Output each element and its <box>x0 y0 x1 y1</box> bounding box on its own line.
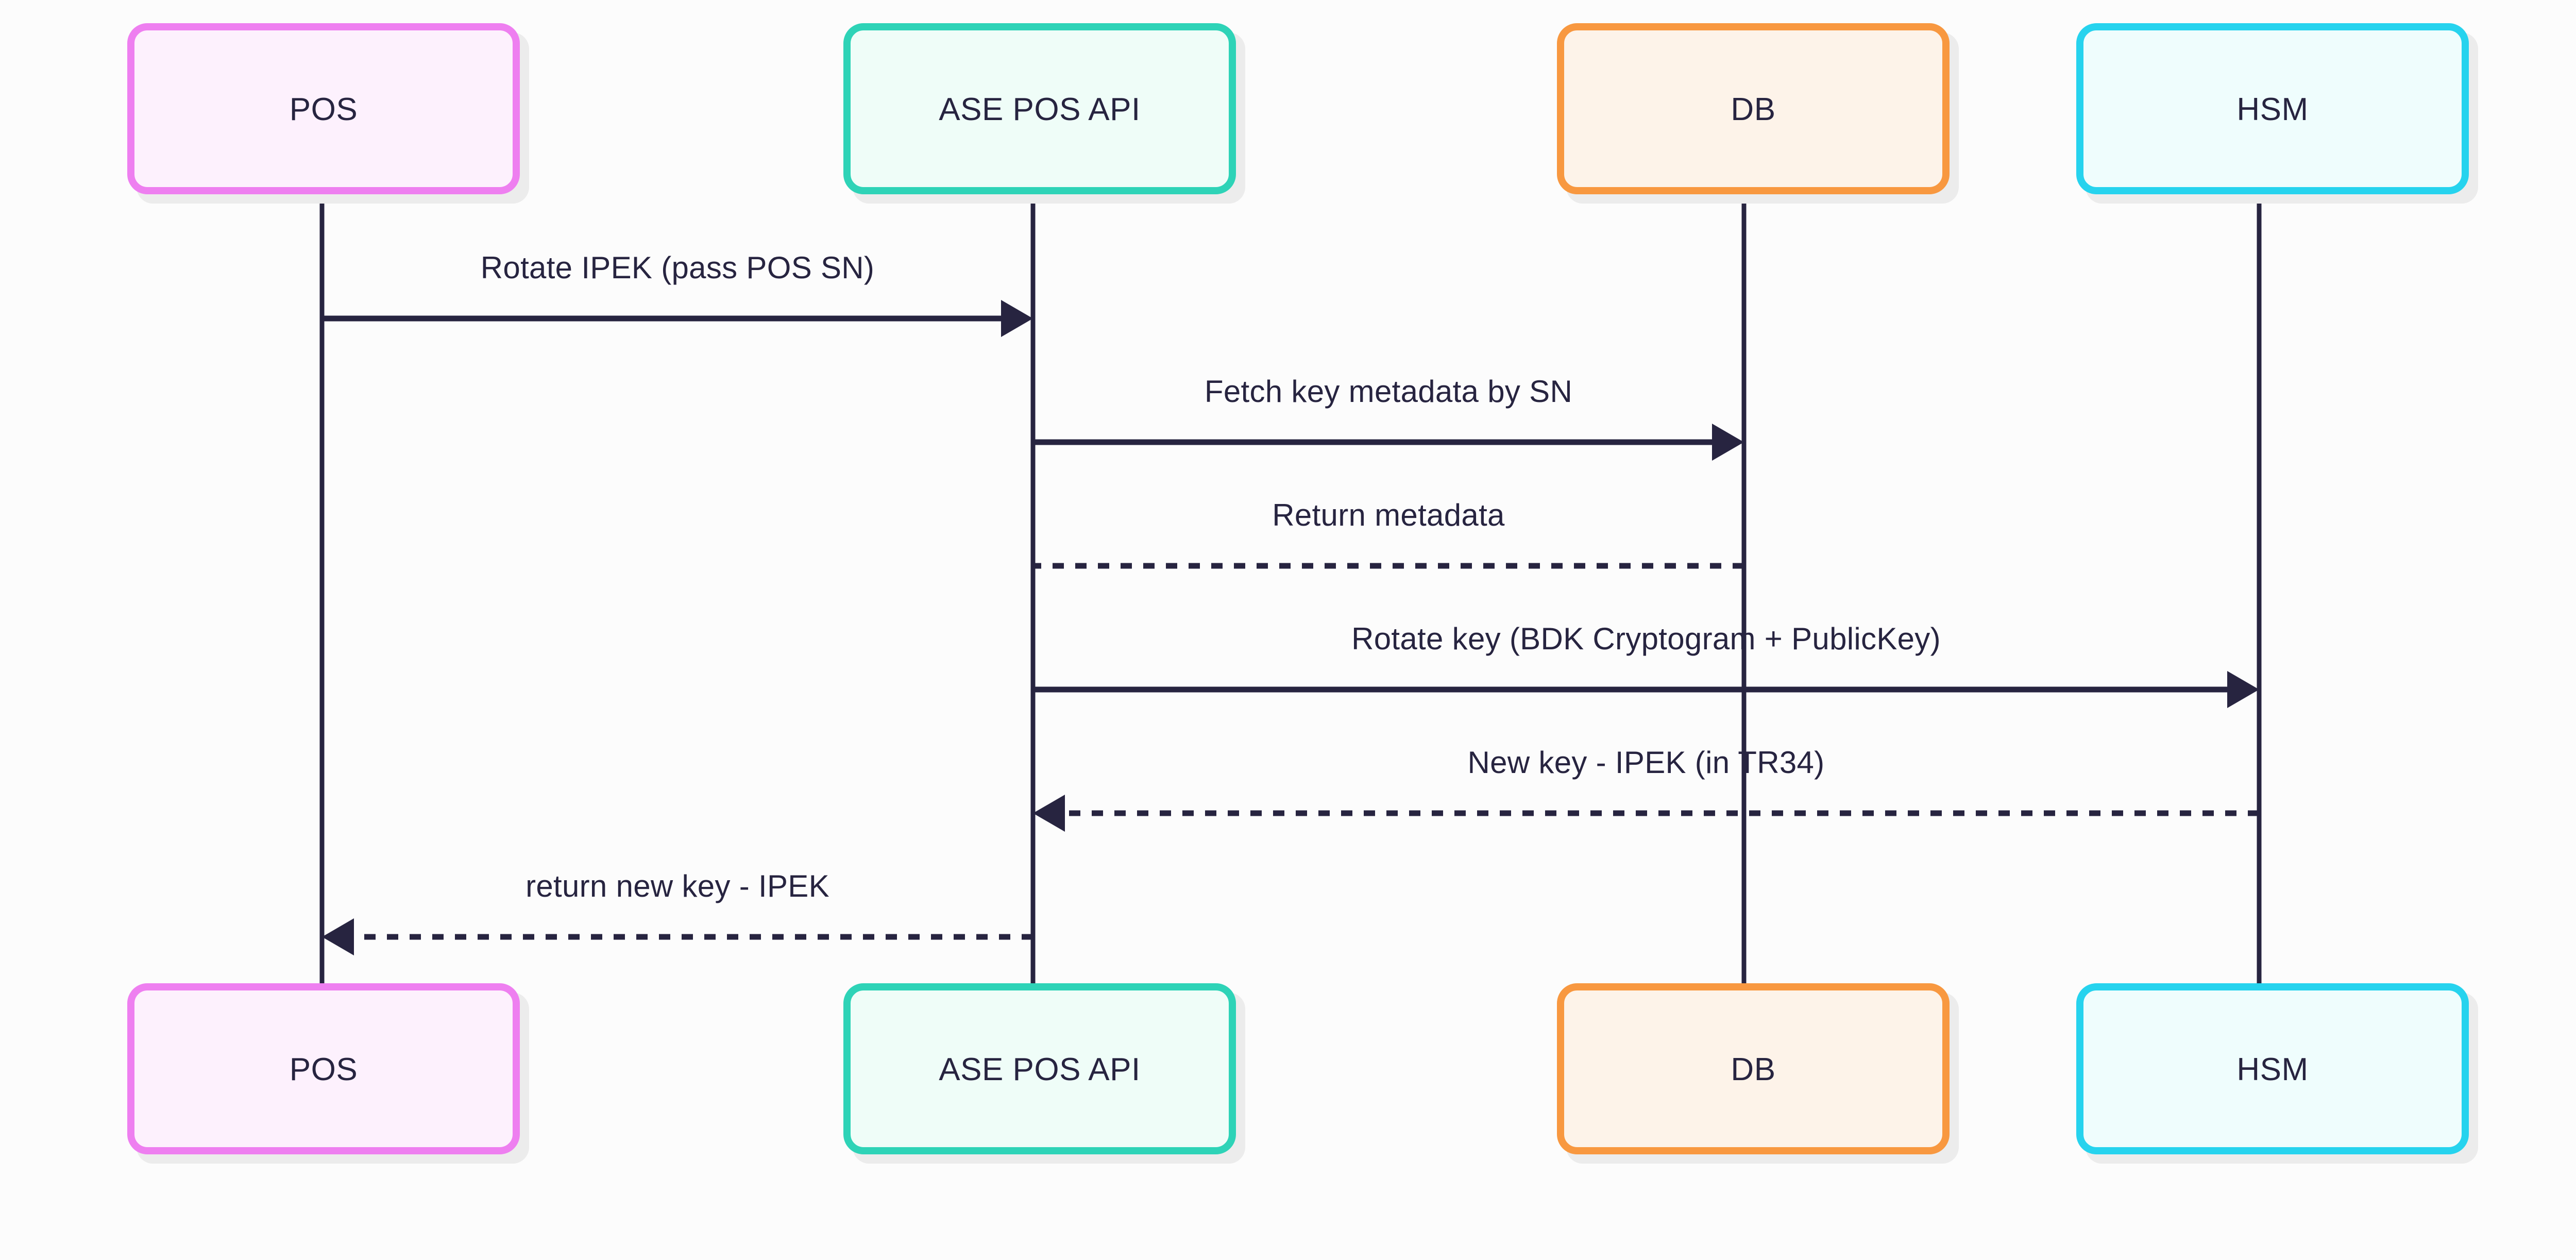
message-label-4: Rotate key (BDK Cryptogram + PublicKey) <box>1351 621 1941 656</box>
message-label-1: Rotate IPEK (pass POS SN) <box>481 250 874 285</box>
arrow-head-left-6 <box>322 918 354 955</box>
participant-box-rect-ase_pos_api-top <box>843 23 1236 194</box>
participant-box-rect-hsm-top <box>2076 23 2469 194</box>
message-5[interactable]: New key - IPEK (in TR34) <box>1033 745 2259 832</box>
participant-box-rect-ase_pos_api-bottom <box>843 983 1236 1154</box>
arrow-head-right-4 <box>2227 671 2259 708</box>
arrow-head-left-5 <box>1033 795 1065 832</box>
lifelines-layer <box>319 194 2262 983</box>
message-label-6: return new key - IPEK <box>526 869 829 903</box>
participant-label-db-top: DB <box>1731 92 1775 127</box>
participant-box-db-bottom[interactable]: DB <box>1557 983 1959 1164</box>
arrow-head-right-1 <box>1001 300 1033 337</box>
message-6[interactable]: return new key - IPEK <box>322 869 1033 955</box>
participant-box-hsm-top[interactable]: HSM <box>2076 23 2478 204</box>
message-label-2: Fetch key metadata by SN <box>1205 374 1572 409</box>
participant-label-hsm-bottom: HSM <box>2236 1052 2308 1087</box>
participant-label-pos-top: POS <box>290 92 358 127</box>
participant-label-db-bottom: DB <box>1731 1052 1775 1087</box>
message-4[interactable]: Rotate key (BDK Cryptogram + PublicKey) <box>1033 621 2259 708</box>
participant-box-rect-pos-bottom <box>127 983 520 1154</box>
messages-layer: Rotate IPEK (pass POS SN) Fetch key metad… <box>322 250 2259 955</box>
message-3[interactable]: Return metadata <box>1033 498 1744 569</box>
participant-label-pos-bottom: POS <box>290 1052 358 1087</box>
participant-box-db-top[interactable]: DB <box>1557 23 1959 204</box>
participant-box-ase_pos_api-bottom[interactable]: ASE POS API <box>843 983 1245 1164</box>
message-2[interactable]: Fetch key metadata by SN <box>1033 374 1744 461</box>
participant-box-pos-bottom[interactable]: POS <box>127 983 529 1164</box>
participant-boxes-layer: POS ASE POS API DB HSM POS ASE POS API DB HSM <box>127 23 2478 1164</box>
arrow-head-right-2 <box>1712 424 1744 461</box>
message-1[interactable]: Rotate IPEK (pass POS SN) <box>322 250 1033 337</box>
participant-label-ase_pos_api-bottom: ASE POS API <box>939 1052 1140 1087</box>
participant-box-hsm-bottom[interactable]: HSM <box>2076 983 2478 1164</box>
participant-box-rect-pos-top <box>127 23 520 194</box>
message-label-3: Return metadata <box>1272 498 1505 532</box>
participant-label-hsm-top: HSM <box>2236 92 2308 127</box>
message-label-5: New key - IPEK (in TR34) <box>1468 745 1825 780</box>
participant-box-pos-top[interactable]: POS <box>127 23 529 204</box>
participant-box-ase_pos_api-top[interactable]: ASE POS API <box>843 23 1245 204</box>
participant-box-rect-db-bottom <box>1557 983 1950 1154</box>
participant-box-rect-hsm-bottom <box>2076 983 2469 1154</box>
participant-box-rect-db-top <box>1557 23 1950 194</box>
participant-label-ase_pos_api-top: ASE POS API <box>939 92 1140 127</box>
